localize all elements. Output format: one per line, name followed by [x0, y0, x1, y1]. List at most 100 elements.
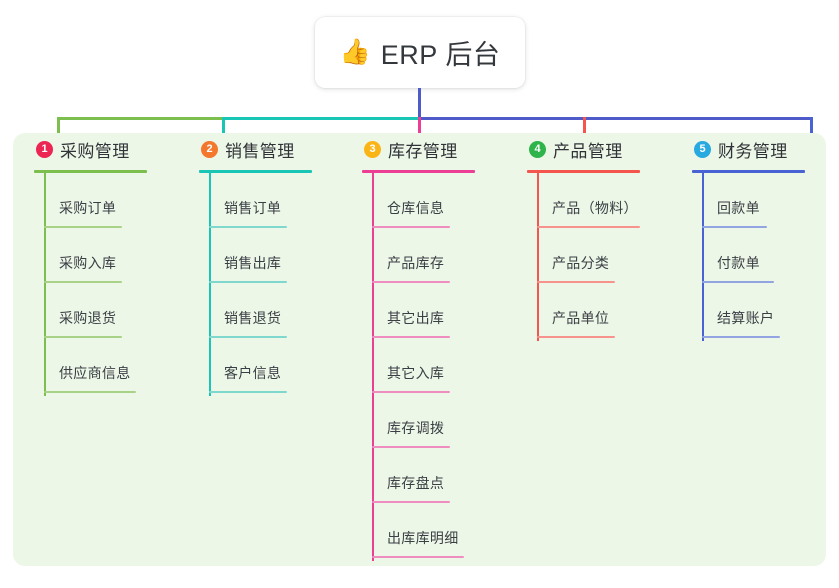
- branch-header-rule: [362, 170, 475, 173]
- branch-item[interactable]: 结算账户: [692, 283, 839, 338]
- branch-item[interactable]: 出库库明细: [362, 503, 512, 558]
- branch-number-badge: 4: [529, 140, 546, 158]
- branch-items: 回款单付款单结算账户: [692, 173, 839, 341]
- branch-item-label: 付款单: [717, 255, 760, 271]
- branch-item[interactable]: 产品分类: [527, 228, 687, 283]
- connector-bus-green: [57, 117, 222, 120]
- branch-item[interactable]: 供应商信息: [34, 338, 184, 393]
- branch-spine: [44, 173, 46, 396]
- branch-item-label: 产品单位: [552, 310, 610, 326]
- branch-number-badge: 2: [201, 140, 218, 158]
- branch-item[interactable]: 其它入库: [362, 338, 512, 393]
- branch-header-rule: [199, 170, 312, 173]
- branch-item[interactable]: 销售出库: [199, 228, 349, 283]
- branch-item-rule: [44, 391, 136, 393]
- branch-item-rule: [372, 226, 450, 228]
- branch-item-label: 结算账户: [717, 310, 775, 326]
- branch-item-rule: [537, 336, 615, 338]
- branch-item[interactable]: 销售退货: [199, 283, 349, 338]
- branch-item[interactable]: 仓库信息: [362, 173, 512, 228]
- branch-item-rule: [372, 336, 450, 338]
- branch-item-label: 销售订单: [224, 200, 282, 216]
- branch-item-rule: [209, 391, 287, 393]
- branch-item-rule: [209, 226, 287, 228]
- branch-items: 仓库信息产品库存其它出库其它入库库存调拨库存盘点出库库明细: [362, 173, 512, 561]
- branch-item-rule: [702, 336, 780, 338]
- branch-item-label: 其它出库: [387, 310, 445, 326]
- branch-item-rule: [372, 556, 464, 558]
- branch-item-rule: [372, 391, 450, 393]
- branch-items: 销售订单销售出库销售退货客户信息: [199, 173, 349, 396]
- branch-item-rule: [44, 281, 122, 283]
- branch-item[interactable]: 产品单位: [527, 283, 687, 338]
- branch-column-4: 4 产品管理产品（物料） 产品分类产品单位: [527, 133, 687, 341]
- branch-item-label: 出库库明细: [387, 530, 459, 546]
- branch-item[interactable]: 采购订单: [34, 173, 184, 228]
- branch-item[interactable]: 产品（物料）: [527, 173, 687, 228]
- branch-item[interactable]: 其它出库: [362, 283, 512, 338]
- branch-items: 产品（物料） 产品分类产品单位: [527, 173, 687, 341]
- branch-item-rule: [537, 281, 615, 283]
- branch-item[interactable]: 产品库存: [362, 228, 512, 283]
- branch-item-label: 采购入库: [59, 255, 117, 271]
- branch-header-1[interactable]: 1 采购管理: [34, 133, 184, 165]
- branch-item-label: 仓库信息: [387, 200, 445, 216]
- branch-header-rule: [527, 170, 640, 173]
- branch-item-rule: [702, 281, 774, 283]
- thumbs-up-icon: 👍: [339, 38, 371, 66]
- branch-spine: [372, 173, 374, 561]
- branch-item[interactable]: 采购退货: [34, 283, 184, 338]
- branches-panel: 1 采购管理采购订单采购入库采购退货供应商信息 2 销售管理销售订单销售出库销售退货客…: [13, 133, 826, 566]
- branch-item[interactable]: 回款单: [692, 173, 839, 228]
- branch-title: 销售管理: [225, 141, 295, 161]
- branch-item-rule: [209, 281, 287, 283]
- branch-header-3[interactable]: 3 库存管理: [362, 133, 512, 165]
- root-node-label: ERP 后台: [380, 40, 501, 70]
- branch-item[interactable]: 付款单: [692, 228, 839, 283]
- branch-item[interactable]: 库存调拨: [362, 393, 512, 448]
- root-node[interactable]: 👍 ERP 后台: [315, 17, 525, 88]
- branch-item-label: 采购订单: [59, 200, 117, 216]
- branch-item-rule: [372, 446, 450, 448]
- branch-spine: [209, 173, 211, 396]
- branch-title: 采购管理: [60, 141, 130, 161]
- branch-items: 采购订单采购入库采购退货供应商信息: [34, 173, 184, 396]
- branch-header-rule: [692, 170, 805, 173]
- branch-item-rule: [537, 226, 640, 228]
- branch-item-rule: [372, 281, 450, 283]
- branch-item[interactable]: 库存盘点: [362, 448, 512, 503]
- branch-header-2[interactable]: 2 销售管理: [199, 133, 349, 165]
- branch-item-label: 客户信息: [224, 365, 282, 381]
- branch-number-badge: 5: [694, 140, 711, 158]
- branch-item-rule: [372, 501, 450, 503]
- branch-item-label: 供应商信息: [59, 365, 131, 381]
- branch-title: 库存管理: [388, 141, 458, 161]
- branch-column-3: 3 库存管理仓库信息产品库存其它出库其它入库库存调拨库存盘点出库库明细: [362, 133, 512, 561]
- connector-bus-right: [418, 117, 810, 120]
- branch-item-label: 销售出库: [224, 255, 282, 271]
- branch-item[interactable]: 销售订单: [199, 173, 349, 228]
- branch-title: 产品管理: [553, 141, 623, 161]
- branch-column-2: 2 销售管理销售订单销售出库销售退货客户信息: [199, 133, 349, 396]
- branch-column-1: 1 采购管理采购订单采购入库采购退货供应商信息: [34, 133, 184, 396]
- branch-item-rule: [209, 336, 287, 338]
- branch-number-badge: 1: [36, 140, 53, 158]
- branch-item-label: 库存盘点: [387, 475, 445, 491]
- connector-trunk: [418, 88, 421, 118]
- connector-bus-left: [57, 117, 418, 120]
- branch-item-label: 其它入库: [387, 365, 445, 381]
- branch-item-label: 产品分类: [552, 255, 610, 271]
- branch-header-rule: [34, 170, 147, 173]
- branch-item[interactable]: 客户信息: [199, 338, 349, 393]
- branch-item-label: 产品（物料）: [552, 200, 638, 216]
- branch-header-4[interactable]: 4 产品管理: [527, 133, 687, 165]
- branch-spine: [537, 173, 539, 341]
- branch-item-label: 销售退货: [224, 310, 282, 326]
- branch-item-label: 库存调拨: [387, 420, 445, 436]
- branch-number-badge: 3: [364, 140, 381, 158]
- branch-item[interactable]: 采购入库: [34, 228, 184, 283]
- branch-spine: [702, 173, 704, 341]
